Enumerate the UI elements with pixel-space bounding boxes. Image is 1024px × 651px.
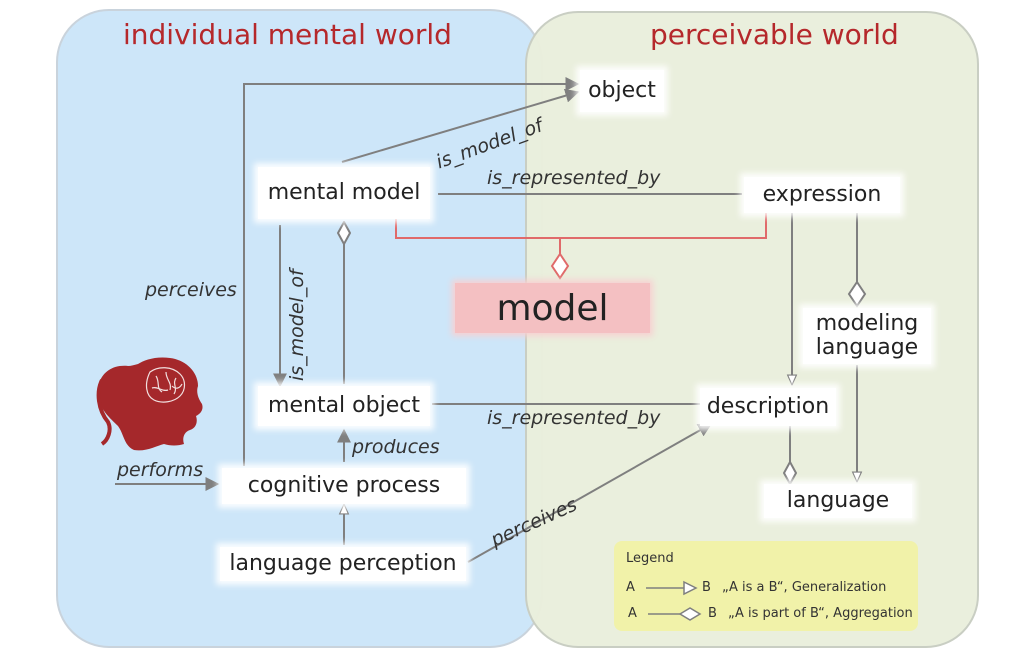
cognitive-process-node: cognitive process xyxy=(222,468,466,504)
mental-model-node: mental model xyxy=(258,167,430,219)
legend-generalization-b: B xyxy=(702,580,711,595)
person-head-with-brain-icon xyxy=(96,357,203,451)
legend-aggregation-text: „A is part of B“, Aggregation xyxy=(728,606,913,621)
is-represented-by-top-label: is_represented_by xyxy=(487,167,661,189)
language-node: language xyxy=(764,484,912,518)
legend-aggregation-a: A xyxy=(628,606,637,621)
model-connector xyxy=(395,210,767,239)
description-node: description xyxy=(700,388,836,426)
legend-symbols xyxy=(646,580,702,621)
legend-generalization-a: A xyxy=(626,580,635,595)
mental-world-title: individual mental world xyxy=(123,18,452,51)
mental-object-node: mental object xyxy=(258,386,430,426)
performs-label: performs xyxy=(117,459,204,481)
perceives-connector xyxy=(243,77,580,466)
is-model-of-vertical-label: is_model_of xyxy=(286,269,308,381)
model-aggregation-diamond xyxy=(550,252,570,280)
modeling-language-node: modeling language xyxy=(803,308,931,364)
is-represented-by-bottom-label: is_represented_by xyxy=(487,407,661,429)
legend-aggregation-diamond xyxy=(678,607,702,621)
legend-generalization-text: „A is a B“, Generalization xyxy=(722,580,887,595)
perceivable-world-title: perceivable world xyxy=(650,18,899,51)
language-perception-node: language perception xyxy=(220,547,466,581)
is-model-of-object-connector xyxy=(341,88,580,163)
perceives-description-connector xyxy=(467,423,713,563)
model-node: model xyxy=(455,283,650,333)
expression-node: expression xyxy=(744,177,900,213)
legend-box: Legend A B „A is a B“, Generalization A … xyxy=(614,541,918,631)
modeling-language-line1: modeling xyxy=(815,310,919,336)
legend-generalization-triangle xyxy=(683,580,698,596)
object-node: object xyxy=(580,70,664,112)
aggregation-diamond-modeling-language xyxy=(847,280,867,308)
produces-label: produces xyxy=(352,436,440,458)
legend-title: Legend xyxy=(626,551,674,566)
perceives-label: perceives xyxy=(145,279,237,301)
modeling-language-line2: language xyxy=(815,335,919,360)
legend-aggregation-b: B xyxy=(708,606,717,621)
